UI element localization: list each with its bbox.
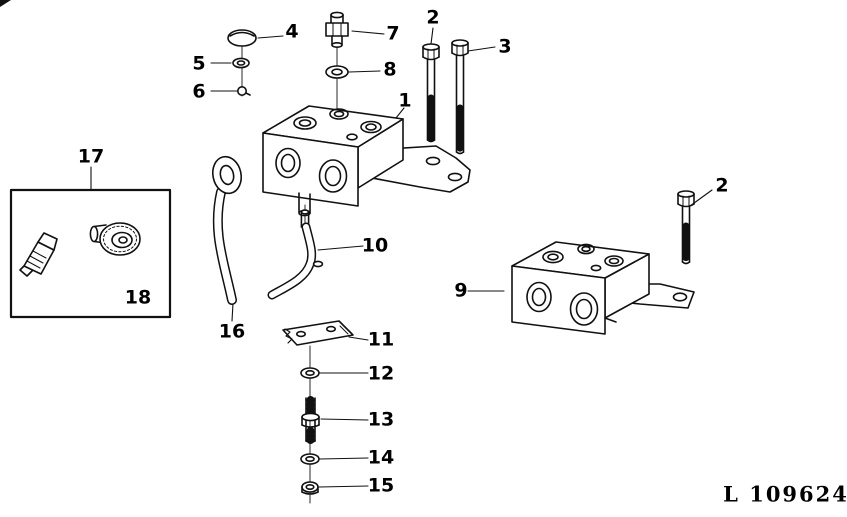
valve-housing-1 [262, 105, 471, 217]
callout-17: 17 [77, 145, 105, 168]
callout-14: 14 [367, 446, 395, 469]
callout-16: 16 [218, 320, 246, 343]
washer-14 [300, 453, 320, 465]
valve-housing-9 [511, 241, 695, 335]
callout-2-left: 2 [426, 6, 440, 29]
callout-5: 5 [192, 52, 206, 75]
callout-4: 4 [285, 20, 299, 43]
cap-screw-2-left [422, 43, 440, 143]
leader-lines [90, 27, 713, 488]
callout-18: 18 [124, 286, 152, 309]
callout-10: 10 [361, 234, 389, 257]
figure-ref-code: L 109624 [723, 481, 847, 507]
kit-box-17 [9, 188, 172, 319]
pin-6 [237, 86, 251, 97]
rod-10 [267, 209, 324, 300]
callout-12: 12 [367, 362, 395, 385]
callout-6: 6 [192, 80, 206, 103]
callout-8: 8 [383, 58, 397, 81]
cap-screw-3 [451, 39, 469, 155]
callout-13: 13 [367, 408, 395, 431]
plug-18 [89, 222, 141, 256]
cap-4 [227, 29, 257, 47]
callout-2-right: 2 [715, 174, 729, 197]
washer-12 [300, 367, 320, 379]
cap-screw-2-right [677, 190, 695, 265]
callout-7: 7 [386, 22, 400, 45]
callout-9: 9 [454, 279, 468, 302]
callout-3: 3 [498, 35, 512, 58]
fitting-7 [325, 11, 349, 48]
latch-plate-11 [282, 320, 354, 346]
washer-8 [325, 65, 349, 79]
stud-13 [301, 396, 320, 444]
nut-5 [232, 57, 250, 69]
callout-11: 11 [367, 328, 395, 351]
scan-artifact [0, 0, 11, 7]
lever-16 [211, 155, 243, 305]
nut-15 [301, 481, 319, 495]
kit-connector [19, 232, 58, 277]
callout-15: 15 [367, 474, 395, 497]
callout-1: 1 [398, 89, 412, 112]
